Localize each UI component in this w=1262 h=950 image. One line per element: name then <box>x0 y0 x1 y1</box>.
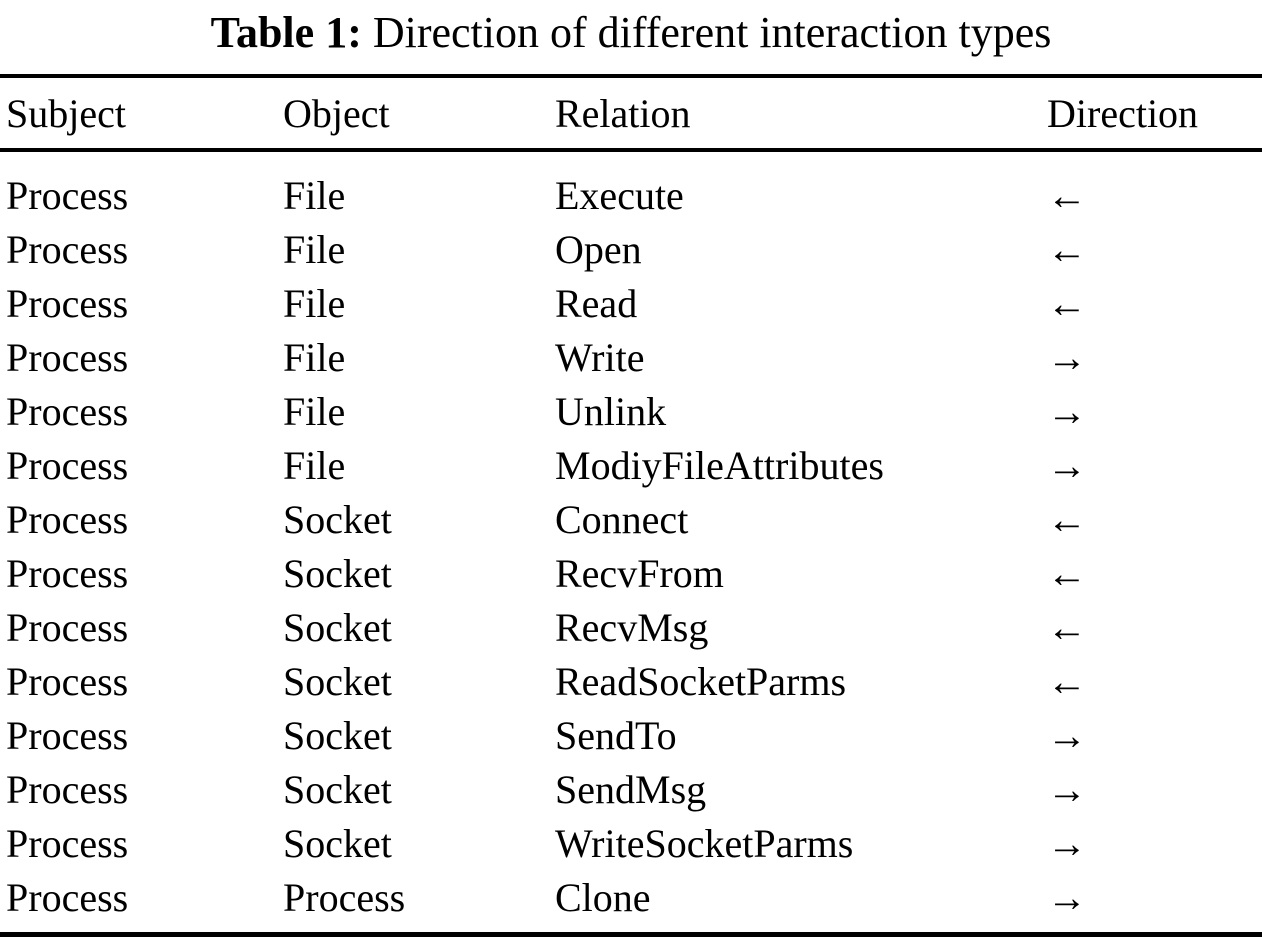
table-row: Process File Execute ← <box>0 150 1262 222</box>
cell-subject: Process <box>6 334 129 380</box>
cell-relation: ReadSocketParms <box>555 658 847 704</box>
cell-relation: Write <box>555 334 645 380</box>
cell-direction: → <box>1047 438 1262 492</box>
table-row: Process Socket ReadSocketParms ← <box>0 654 1262 708</box>
cell-relation: Execute <box>555 172 684 218</box>
interaction-types-table: Subject Object Relation Direction Proces… <box>0 74 1262 937</box>
cell-relation: WriteSocketParms <box>555 820 854 866</box>
table-row: Process Socket SendMsg → <box>0 762 1262 816</box>
cell-object: File <box>283 388 346 434</box>
cell-object: Socket <box>283 820 392 866</box>
cell-subject: Process <box>6 226 129 272</box>
table-body: Process File Execute ← Process File Open… <box>0 150 1262 935</box>
column-header-subject: Subject <box>6 90 126 136</box>
cell-object: File <box>283 172 346 218</box>
column-header-relation: Relation <box>555 90 691 136</box>
cell-direction: ← <box>1047 150 1262 222</box>
table-row: Process Socket RecvFrom ← <box>0 546 1262 600</box>
cell-relation: Read <box>555 280 638 326</box>
cell-object: Socket <box>283 496 392 542</box>
cell-subject: Process <box>6 388 129 434</box>
cell-relation: SendMsg <box>555 766 707 812</box>
column-header-object: Object <box>283 90 390 136</box>
table-row: Process Socket SendTo → <box>0 708 1262 762</box>
right-arrow-icon: → <box>1047 334 1087 380</box>
cell-object: File <box>283 442 346 488</box>
cell-subject: Process <box>6 766 129 812</box>
cell-object: Socket <box>283 550 392 596</box>
left-arrow-icon: ← <box>1047 550 1087 596</box>
left-arrow-icon: ← <box>1047 658 1087 704</box>
cell-subject: Process <box>6 442 129 488</box>
cell-relation: RecvMsg <box>555 604 709 650</box>
right-arrow-icon: → <box>1047 766 1087 812</box>
right-arrow-icon: → <box>1047 712 1087 758</box>
cell-object: Socket <box>283 712 392 758</box>
cell-direction: → <box>1047 816 1262 870</box>
cell-object: File <box>283 280 346 326</box>
right-arrow-icon: → <box>1047 820 1087 866</box>
cell-relation: RecvFrom <box>555 550 724 596</box>
column-header-direction: Direction <box>1047 90 1199 136</box>
table-caption-label: Table 1: <box>210 8 362 57</box>
table-row: Process Socket WriteSocketParms → <box>0 816 1262 870</box>
left-arrow-icon: ← <box>1047 496 1087 542</box>
cell-relation: Connect <box>555 496 689 542</box>
table-header: Subject Object Relation Direction <box>0 76 1262 150</box>
cell-direction: ← <box>1047 222 1262 276</box>
table-row: Process File ModiyFileAttributes → <box>0 438 1262 492</box>
table-row: Process File Write → <box>0 330 1262 384</box>
cell-subject: Process <box>6 172 129 218</box>
table-row: Process Socket Connect ← <box>0 492 1262 546</box>
table-row: Process File Unlink → <box>0 384 1262 438</box>
right-arrow-icon: → <box>1047 388 1087 434</box>
left-arrow-icon: ← <box>1047 604 1087 650</box>
left-arrow-icon: ← <box>1047 280 1087 326</box>
left-arrow-icon: ← <box>1047 226 1087 272</box>
cell-subject: Process <box>6 280 129 326</box>
cell-direction: → <box>1047 330 1262 384</box>
cell-object: Socket <box>283 658 392 704</box>
cell-direction: → <box>1047 384 1262 438</box>
cell-direction: ← <box>1047 546 1262 600</box>
right-arrow-icon: → <box>1047 442 1087 488</box>
table-caption-text: Direction of different interaction types <box>372 8 1052 57</box>
cell-relation: Unlink <box>555 388 667 434</box>
table-row: Process File Read ← <box>0 276 1262 330</box>
table-caption: Table 1: Direction of different interact… <box>0 0 1262 62</box>
cell-direction: → <box>1047 870 1262 935</box>
cell-relation: Clone <box>555 874 651 920</box>
cell-direction: → <box>1047 762 1262 816</box>
cell-object: File <box>283 226 346 272</box>
cell-subject: Process <box>6 874 129 920</box>
cell-relation: SendTo <box>555 712 677 758</box>
cell-direction: ← <box>1047 492 1262 546</box>
cell-object: Process <box>283 874 406 920</box>
cell-object: Socket <box>283 766 392 812</box>
cell-subject: Process <box>6 496 129 542</box>
cell-subject: Process <box>6 712 129 758</box>
table-row: Process Process Clone → <box>0 870 1262 935</box>
right-arrow-icon: → <box>1047 874 1087 920</box>
header-row: Subject Object Relation Direction <box>0 76 1262 150</box>
cell-relation: Open <box>555 226 642 272</box>
cell-object: File <box>283 334 346 380</box>
cell-direction: → <box>1047 708 1262 762</box>
cell-direction: ← <box>1047 600 1262 654</box>
cell-relation: ModiyFileAttributes <box>555 442 884 488</box>
table-row: Process File Open ← <box>0 222 1262 276</box>
cell-subject: Process <box>6 550 129 596</box>
cell-subject: Process <box>6 658 129 704</box>
table-row: Process Socket RecvMsg ← <box>0 600 1262 654</box>
cell-subject: Process <box>6 604 129 650</box>
cell-object: Socket <box>283 604 392 650</box>
cell-subject: Process <box>6 820 129 866</box>
cell-direction: ← <box>1047 276 1262 330</box>
cell-direction: ← <box>1047 654 1262 708</box>
left-arrow-icon: ← <box>1047 172 1087 218</box>
